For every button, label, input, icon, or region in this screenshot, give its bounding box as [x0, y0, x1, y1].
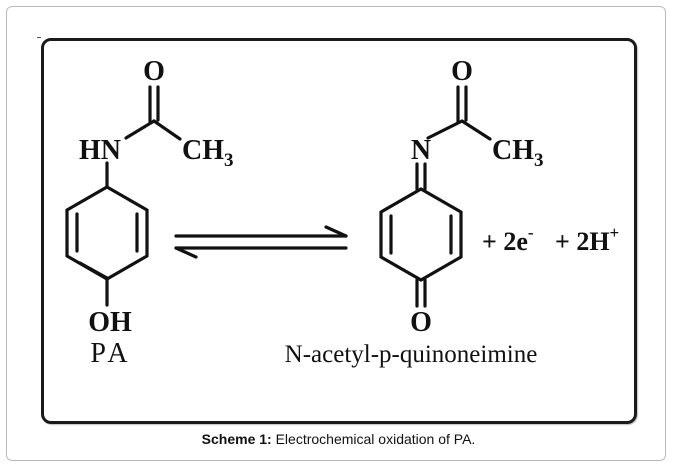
reactant-benzene-ring	[65, 185, 149, 281]
figure-frame	[6, 6, 666, 461]
product-label: N-acetyl-p-quinoneimine	[285, 341, 538, 368]
reverse-arrow-head	[174, 246, 198, 259]
product-methyl: CH3	[492, 135, 544, 171]
caption-lead: Scheme 1:	[201, 431, 272, 447]
product-ring-oxygen: O	[410, 307, 432, 338]
electron-term: + 2e-	[482, 223, 534, 256]
reactant-ring-double-bottom	[78, 261, 109, 280]
scheme-border	[41, 38, 637, 424]
product-carbonyl-oxygen: O	[451, 56, 473, 87]
byproducts: + 2e- + 2H+	[482, 223, 619, 256]
reactant-structure: O HN CH3 OH PA	[65, 56, 234, 369]
reactant-n-c-bond	[124, 119, 156, 140]
equilibrium-arrow	[174, 225, 348, 259]
caption-text: Electrochemical oxidation of PA.	[271, 431, 476, 447]
reactant-hydroxyl: OH	[88, 307, 132, 338]
reactant-c-methyl-bond	[152, 119, 182, 141]
reactant-amine-nh: HN	[79, 135, 121, 166]
product-quinone-ring	[379, 187, 463, 282]
figure-caption: Scheme 1: Electrochemical oxidation of P…	[0, 431, 677, 447]
proton-term: + 2H+	[555, 223, 619, 256]
product-n-c-bond	[426, 119, 464, 140]
corner-mark	[37, 37, 41, 38]
product-structure: O N CH3 O N-acetyl-p-quinoneimine	[285, 56, 544, 368]
reactant-methyl: CH3	[182, 135, 234, 171]
reactant-carbonyl-oxygen: O	[143, 56, 165, 87]
product-c-methyl-bond	[460, 119, 492, 141]
product-imine-nitrogen: N	[411, 135, 431, 166]
forward-arrow-head	[324, 225, 348, 238]
reactant-label: PA	[90, 338, 131, 369]
